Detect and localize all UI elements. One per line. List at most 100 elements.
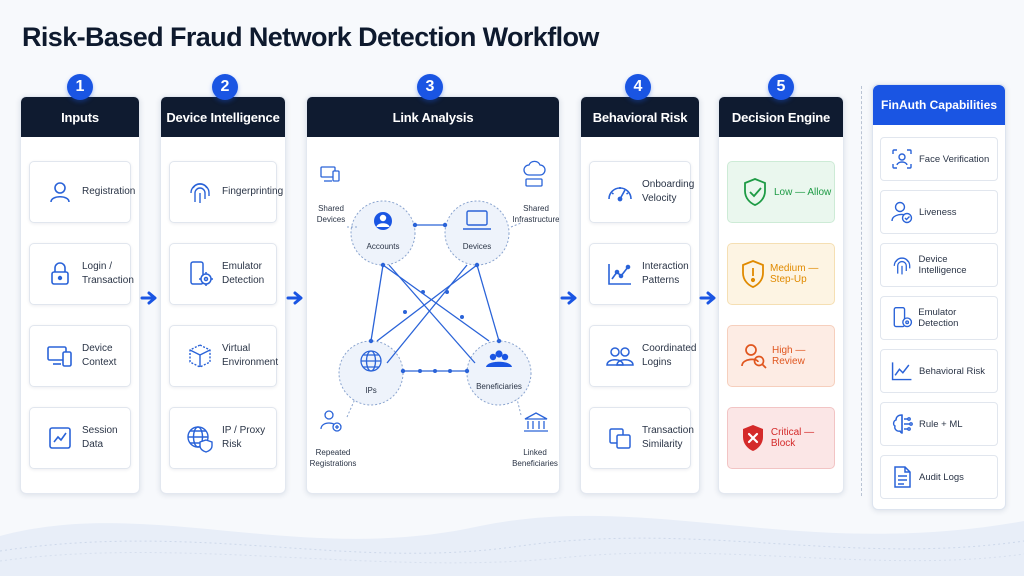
card-label: Transaction <box>642 425 694 436</box>
card-label: Data <box>82 439 104 450</box>
bank-icon <box>524 412 548 432</box>
decision-low-allow[interactable]: Low — Allow <box>727 161 835 223</box>
card-label: Transaction <box>82 275 134 286</box>
user-icon <box>38 170 82 214</box>
card-label: Device <box>82 343 113 354</box>
decision-high-label: High — Review <box>772 345 806 367</box>
devices-icon <box>38 334 82 378</box>
background-wave <box>0 515 1024 576</box>
flow-arrow-1 <box>140 291 157 305</box>
line-chart-icon <box>887 359 917 383</box>
link-lines <box>370 224 500 372</box>
decision-low-label: Low — Allow <box>774 186 832 198</box>
step-5-badge: 5 <box>768 74 794 100</box>
section-divider <box>861 86 862 496</box>
card-label: Context <box>82 357 117 368</box>
card-label: Velocity <box>642 193 677 204</box>
step-2-badge: 2 <box>212 74 238 100</box>
link-analysis-column: Link Analysis <box>306 96 560 494</box>
devices-halo <box>444 200 510 266</box>
card-label: Environment <box>222 357 279 368</box>
users-icon <box>598 334 642 378</box>
speedometer-icon <box>598 170 642 214</box>
beneficiaries-node-label: Beneficiaries <box>476 382 522 391</box>
card-label: Login / <box>82 261 113 272</box>
decision-high-review[interactable]: High — Review <box>727 325 835 387</box>
capability-emulator-detection[interactable]: Emulator Detection <box>880 296 998 340</box>
decision-critical-label: Critical — Block <box>770 427 815 449</box>
capability-label: Liveness <box>919 206 957 218</box>
shield-check-icon <box>740 177 770 207</box>
brain-icon <box>887 412 917 436</box>
device-card-fingerprinting[interactable]: Fingerprinting <box>169 161 283 223</box>
decision-critical-block[interactable]: Critical — Block <box>727 407 835 469</box>
card-label: Emulator <box>222 261 263 272</box>
user-check-icon <box>887 200 917 224</box>
globe-shield-icon <box>178 416 222 460</box>
card-label: Logins <box>642 357 672 368</box>
lock-icon <box>38 252 82 296</box>
capability-face-verification[interactable]: Face Verification <box>880 137 998 181</box>
card-label: Risk <box>222 439 242 450</box>
step-3-badge: 3 <box>417 74 443 100</box>
copy-icon <box>598 416 642 460</box>
capability-label: Emulator Detection <box>918 307 959 329</box>
capability-label: Rule + ML <box>919 418 963 430</box>
card-label: Registration <box>82 186 136 197</box>
capability-audit-logs[interactable]: Audit Logs <box>880 455 998 499</box>
cube-icon <box>178 334 222 378</box>
input-card-registration[interactable]: Registration <box>29 161 135 223</box>
inputs-column: Inputs Registration Login / Transaction D… <box>20 96 140 494</box>
line-chart-icon <box>598 252 642 296</box>
beneficiaries-node-icon <box>486 350 512 367</box>
phone-target-icon <box>178 252 222 296</box>
capability-device-intelligence[interactable]: Device Intelligence <box>880 243 998 287</box>
document-icon <box>887 465 917 489</box>
inputs-header: Inputs <box>21 97 139 137</box>
input-card-login[interactable]: Login / Transaction <box>29 243 134 305</box>
fingerprint-icon <box>887 253 917 277</box>
decision-medium-stepup[interactable]: Medium — Step-Up <box>727 243 835 305</box>
link-nodes <box>368 222 502 374</box>
devices-node-icon <box>463 210 491 230</box>
capability-behavioral-risk[interactable]: Behavioral Risk <box>880 349 998 393</box>
fingerprint-icon <box>178 170 222 214</box>
flow-arrow-2 <box>286 291 303 305</box>
card-label: Coordinated <box>642 343 697 354</box>
accounts-node-label: Accounts <box>366 242 400 251</box>
ips-node-label: IPs <box>365 386 377 395</box>
capability-label: Device Intelligence <box>918 254 967 276</box>
decision-engine-column: Decision Engine Low — Allow Medium — Ste… <box>718 96 844 494</box>
link-analysis-header: Link Analysis <box>307 97 559 137</box>
device-intelligence-header: Device Intelligence <box>161 97 285 137</box>
card-label: Interaction <box>642 261 689 272</box>
decision-engine-header: Decision Engine <box>719 97 843 137</box>
face-scan-icon <box>887 148 917 170</box>
accounts-halo <box>350 200 416 266</box>
card-label: Similarity <box>642 439 683 450</box>
capability-label: Audit Logs <box>919 471 964 483</box>
capability-label: Face Verification <box>919 153 990 165</box>
card-label: Session <box>82 425 118 436</box>
capability-rule-ml[interactable]: Rule + ML <box>880 402 998 446</box>
capability-liveness[interactable]: Liveness <box>880 190 998 234</box>
step-4-badge: 4 <box>625 74 651 100</box>
phone-target-icon <box>887 306 916 330</box>
cloud-server-icon <box>523 160 546 187</box>
ips-node-icon <box>360 350 382 372</box>
capabilities-panel: FinAuth Capabilities Face Verification L… <box>872 84 1006 510</box>
